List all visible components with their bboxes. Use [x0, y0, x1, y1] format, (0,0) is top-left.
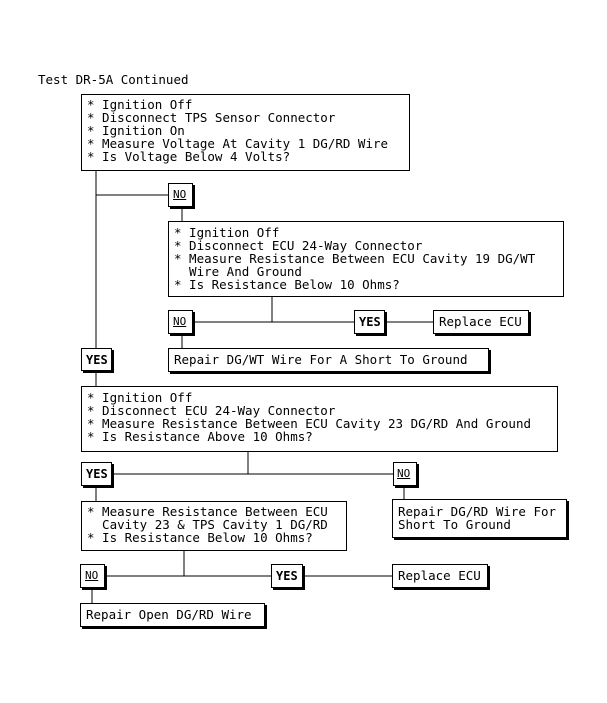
- no-label-text: NO: [173, 315, 187, 328]
- step3-line: * Measure Resistance Between ECU Cavity …: [87, 416, 532, 431]
- no-label-2: NO: [168, 310, 193, 334]
- no-label-4: NO: [80, 564, 105, 588]
- step1-line: * Disconnect TPS Sensor Connector: [87, 110, 336, 125]
- step1-line: * Ignition Off: [87, 97, 193, 112]
- result-replace-ecu-2: Replace ECU: [392, 564, 488, 588]
- step4-line: * Measure Resistance Between ECU: [87, 504, 328, 519]
- result-replace-ecu-1: Replace ECU: [433, 310, 529, 334]
- result-text: Repair DG/RD Wire For: [398, 504, 557, 519]
- result-text: Replace ECU: [398, 568, 481, 583]
- step1-box: * Ignition Off * Disconnect TPS Sensor C…: [81, 94, 410, 171]
- page-title: Test DR-5A Continued: [38, 72, 189, 87]
- result-repair-open-dgrd: Repair Open DG/RD Wire: [80, 603, 265, 627]
- step1-line: * Ignition On: [87, 123, 185, 138]
- no-label-3: NO: [393, 462, 417, 486]
- step2-line: * Measure Resistance Between ECU Cavity …: [174, 251, 536, 266]
- step3-box: * Ignition Off * Disconnect ECU 24-Way C…: [81, 386, 558, 452]
- no-label-text: NO: [173, 188, 187, 201]
- yes-label-text: YES: [276, 569, 298, 583]
- result-text: Repair Open DG/RD Wire: [86, 607, 252, 622]
- step2-line: * Is Resistance Below 10 Ohms?: [174, 277, 400, 292]
- step1-line: * Is Voltage Below 4 Volts?: [87, 149, 291, 164]
- step4-line: * Is Resistance Below 10 Ohms?: [87, 530, 313, 545]
- yes-label-4: YES: [271, 564, 303, 588]
- yes-label-text: YES: [86, 353, 108, 367]
- step3-line: * Is Resistance Above 10 Ohms?: [87, 429, 313, 444]
- step2-line: * Ignition Off: [174, 225, 280, 240]
- step4-line: Cavity 23 & TPS Cavity 1 DG/RD: [87, 517, 328, 532]
- step2-line: Wire And Ground: [174, 264, 302, 279]
- result-text: Repair DG/WT Wire For A Short To Ground: [174, 352, 468, 367]
- result-text: Short To Ground: [398, 517, 511, 532]
- result-text: Replace ECU: [439, 314, 522, 329]
- no-label-text: NO: [85, 569, 99, 582]
- yes-label-3: YES: [81, 462, 112, 486]
- result-repair-dgrd-short: Repair DG/RD Wire For Short To Ground: [392, 499, 567, 538]
- yes-label-2: YES: [354, 310, 385, 334]
- step2-box: * Ignition Off * Disconnect ECU 24-Way C…: [168, 221, 564, 297]
- no-label-1: NO: [168, 183, 193, 207]
- step1-line: * Measure Voltage At Cavity 1 DG/RD Wire: [87, 136, 389, 151]
- step2-line: * Disconnect ECU 24-Way Connector: [174, 238, 423, 253]
- result-repair-dgwt-short: Repair DG/WT Wire For A Short To Ground: [168, 348, 489, 372]
- yes-label-text: YES: [86, 467, 108, 481]
- step3-line: * Disconnect ECU 24-Way Connector: [87, 403, 336, 418]
- step4-box: * Measure Resistance Between ECU Cavity …: [81, 501, 347, 551]
- no-label-text: NO: [397, 467, 411, 480]
- yes-label-1: YES: [81, 348, 112, 371]
- yes-label-text: YES: [359, 315, 381, 329]
- step3-line: * Ignition Off: [87, 390, 193, 405]
